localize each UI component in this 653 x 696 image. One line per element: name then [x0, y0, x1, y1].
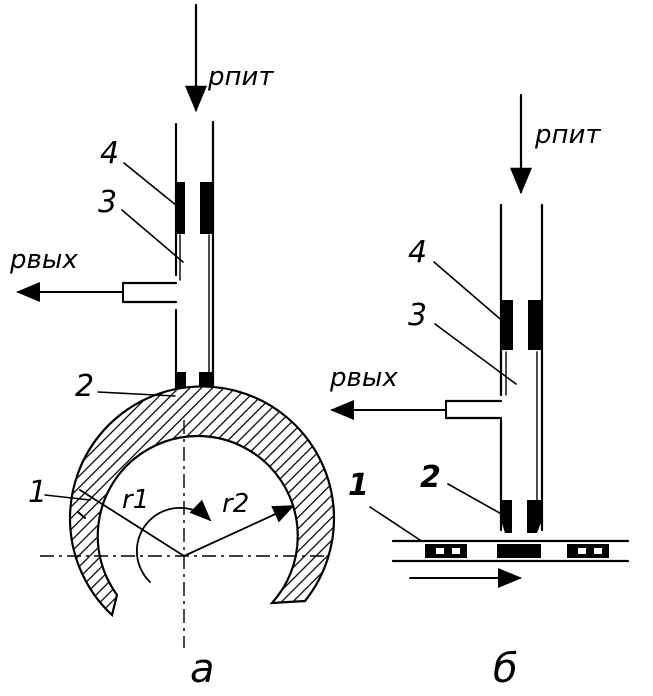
outlet-branch-b — [444, 399, 503, 420]
outlet-branch-a — [121, 281, 178, 304]
caption-b: б — [493, 646, 518, 692]
nozzle-tube-a — [174, 120, 215, 417]
nozzle-tube-b — [499, 203, 544, 532]
radius-r1-line — [79, 489, 185, 557]
radius-r2-line — [183, 505, 295, 557]
supply-pressure-label-a: pпит — [207, 62, 274, 92]
output-pressure-label-b: pвых — [329, 363, 398, 393]
inlet-restrictor-b — [501, 300, 542, 350]
leaders-a — [44, 162, 184, 501]
output-pressure-label-a: pвых — [9, 245, 78, 275]
label-1-a: 1 — [28, 475, 47, 510]
inlet-restrictor-a — [176, 182, 213, 234]
radius-r2-label: r2 — [222, 489, 249, 519]
scheme-a: pпит pвых — [9, 3, 336, 692]
label-4-a: 4 — [100, 136, 119, 171]
perforated-strip-b — [391, 539, 630, 563]
label-4-b: 4 — [408, 235, 427, 270]
label-3-b: 3 — [408, 298, 427, 333]
caption-a: а — [190, 646, 215, 692]
leaders-b — [369, 261, 517, 541]
label-3-a: 3 — [98, 185, 117, 220]
supply-pressure-label-b: pпит — [534, 120, 601, 150]
scheme-b: pпит pвых — [329, 93, 630, 692]
workpiece-ring-a — [68, 385, 336, 618]
label-2-b: 2 — [420, 460, 441, 495]
label-2-a: 2 — [75, 369, 94, 404]
radius-r1-label: r1 — [122, 485, 149, 515]
label-1-b: 1 — [348, 468, 369, 503]
rotation-arrow-a — [136, 499, 212, 583]
measuring-nozzle-b — [501, 500, 542, 533]
